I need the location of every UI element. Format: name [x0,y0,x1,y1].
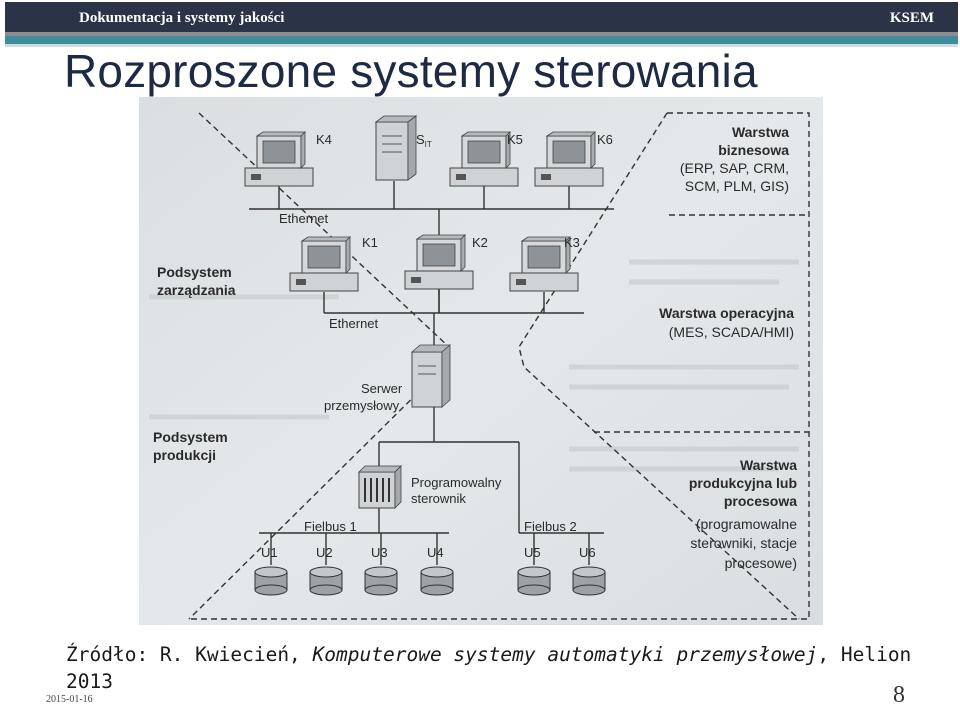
source-prefix: Źródło: R. Kwiecień, [66,643,313,666]
device-u5-icon [517,566,551,596]
header-accent-edge [5,44,958,47]
device-u2-icon [309,566,343,596]
label-fieldbus1: Fielbus 1 [304,519,357,534]
label-u2: U2 [316,545,333,560]
production-layer-line4: (programowalne [696,516,797,532]
business-layer-line4: SCM, PLM, GIS) [685,178,789,194]
label-u6: U6 [579,545,596,560]
device-u3-icon [364,566,398,596]
label-k2: K2 [472,235,488,250]
slide-date: 2015-01-16 [46,694,93,705]
device-u4-icon [420,566,454,596]
label-plc-line1: Programowalny [411,475,502,490]
business-layer-line1: Warstwa [732,124,789,140]
label-fieldbus2: Fielbus 2 [524,519,577,534]
production-layer-line2: produkcyjna lub [689,475,797,491]
source-book-title: Komputerowe systemy automatyki przemysło… [312,643,818,666]
label-k4: K4 [316,132,332,147]
source-citation: Źródło: R. Kwiecień, Komputerowe systemy… [66,641,926,695]
plc-icon [358,465,402,509]
production-subsystem-line2: produkcji [153,447,216,463]
production-layer-line1: Warstwa [740,457,797,473]
slide-title: Rozproszone systemy sterowania [64,45,758,97]
label-u4: U4 [427,545,444,560]
management-subsystem-line1: Podsystem [157,264,232,280]
label-u3: U3 [371,545,388,560]
industrial-server-icon [410,344,452,408]
device-u6-icon [572,566,606,596]
architecture-diagram: K4 SIT K5 K6 K1 K2 K3 Ethernet Ethernet … [139,97,823,625]
label-k3: K3 [564,235,580,250]
header-accent-stripe [5,36,958,44]
it-server-icon [374,115,418,181]
label-sit: SIT [416,132,432,149]
business-layer-line2: biznesowa [718,142,789,158]
production-subsystem-line1: Podsystem [153,429,228,445]
page-number: 8 [893,682,905,708]
label-k1: K1 [362,235,378,250]
device-u1-icon [254,566,288,596]
label-plc-line2: sterownik [411,491,466,506]
production-layer-line3: procesowa [724,493,797,509]
production-layer-line6: procesowe) [725,555,797,571]
source-suffix: , Helion 2013 [66,643,912,693]
label-ethernet-top: Ethernet [279,211,329,226]
label-u5: U5 [524,545,541,560]
label-server-line2: przemysłowy [324,398,400,413]
header-divider [5,32,958,36]
business-layer-line3: (ERP, SAP, CRM, [680,160,789,176]
header-bar: Dokumentacja i systemy jakości KSEM [5,2,958,32]
department-label: KSEM [889,10,934,26]
label-server-line1: Serwer [361,381,403,396]
page-show-through [149,259,799,472]
label-k6: K6 [597,132,613,147]
management-subsystem-line2: zarządzania [157,282,236,298]
production-layer-line5: sterowniki, stacje [690,535,797,551]
label-ethernet-mid: Ethernet [329,316,379,331]
label-k5: K5 [507,132,523,147]
operational-layer-line1: Warstwa operacyjna [659,305,794,321]
operational-layer-line2: (MES, SCADA/HMI) [669,324,794,340]
course-title: Dokumentacja i systemy jakości [79,10,285,26]
label-u1: U1 [261,545,278,560]
